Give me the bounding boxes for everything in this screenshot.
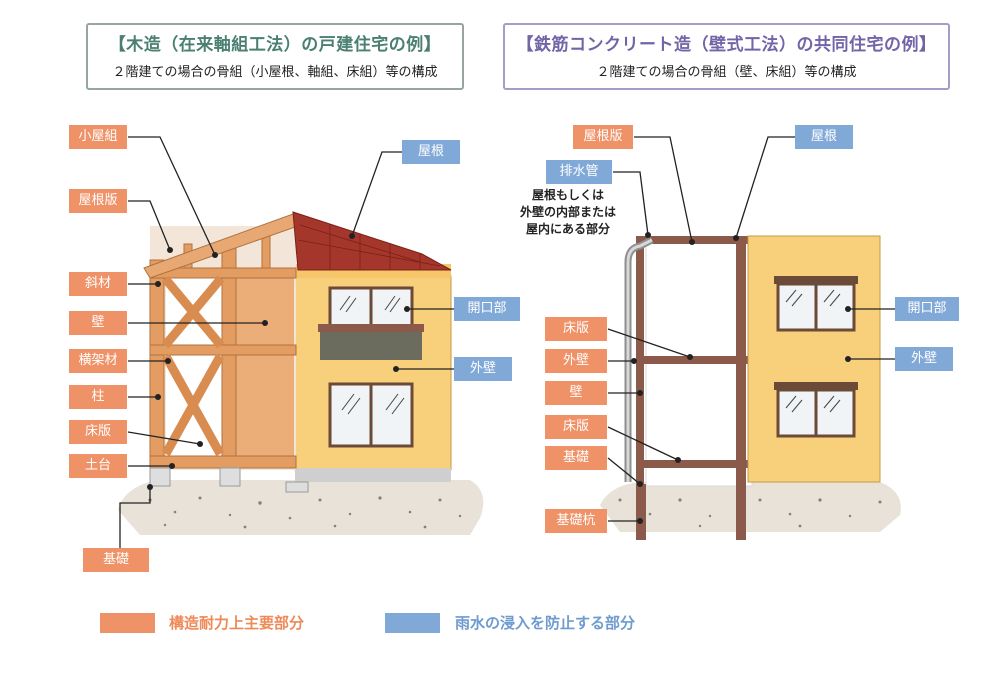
- label-kabe-left: 壁: [69, 311, 127, 335]
- drain-pipe: [624, 236, 654, 482]
- ground-gravel-right: [618, 498, 882, 528]
- label-yokogazai: 横架材: [69, 349, 127, 373]
- label-yane-left: 屋根: [402, 140, 460, 164]
- label-gaiheki-right-frame: 外壁: [545, 349, 607, 373]
- diagonal-braces: [161, 275, 225, 457]
- roof-left-house: [292, 211, 452, 271]
- legend-label-structural: 構造耐力上主要部分: [169, 614, 305, 632]
- label-yanebata-left: 屋根版: [69, 189, 127, 213]
- label-kaikoubu-left: 開口部: [454, 297, 520, 321]
- wall-panel: [236, 278, 294, 468]
- note-haisuikan: 屋根もしくは 外壁の内部または 屋内にある部分: [505, 187, 631, 238]
- roof-tiles: [297, 224, 441, 270]
- label-haisuikan: 排水管: [546, 160, 612, 184]
- note-line-3: 屋内にある部分: [525, 222, 610, 236]
- legend-swatch-structural: [100, 613, 155, 633]
- left-title: 【木造（在来軸組工法）の戸建住宅の例】: [108, 35, 442, 55]
- label-kaikoubu-right: 開口部: [895, 297, 959, 321]
- label-kisokui: 基礎杭: [545, 509, 607, 533]
- leader-dots: [147, 232, 851, 524]
- label-koyagumi: 小屋組: [69, 125, 127, 149]
- label-yukaban-left: 床版: [69, 420, 127, 444]
- footings-left: [149, 467, 309, 493]
- label-yukaban-right-1: 床版: [545, 317, 607, 341]
- leader-lines: [119, 136, 895, 548]
- label-gaiheki-left: 外壁: [454, 357, 512, 381]
- legend-swatch-waterproof: [385, 613, 440, 633]
- left-subtitle: ２階建ての場合の骨組（小屋根、軸組、床組）等の構成: [112, 65, 438, 80]
- label-kabe-right: 壁: [545, 381, 607, 405]
- legend-label-waterproof: 雨水の浸入を防止する部分: [455, 614, 636, 632]
- label-yanebata-right: 屋根版: [573, 125, 633, 149]
- ground-left: [118, 480, 484, 535]
- timber-frame: [149, 227, 297, 471]
- right-title: 【鉄筋コンクリート造（壁式工法）の共同住宅の例】: [516, 35, 937, 55]
- right-subtitle: ２階建ての場合の骨組（壁、床組）等の構成: [596, 65, 857, 80]
- label-yukaban-right-2: 床版: [545, 415, 607, 439]
- windows-rc: [774, 276, 858, 438]
- label-yane-right: 屋根: [795, 125, 853, 149]
- note-line-1: 屋根もしくは: [531, 188, 604, 202]
- ground-gravel-left: [148, 496, 462, 529]
- label-kiso-left: 基礎: [83, 548, 149, 572]
- note-line-2: 外壁の内部または: [519, 205, 616, 219]
- label-shazai: 斜材: [69, 272, 127, 296]
- label-dodai: 土台: [69, 454, 127, 478]
- left-title-box: 【木造（在来軸組工法）の戸建住宅の例】 ２階建ての場合の骨組（小屋根、軸組、床組…: [86, 23, 464, 90]
- right-title-box: 【鉄筋コンクリート造（壁式工法）の共同住宅の例】 ２階建ての場合の骨組（壁、床組…: [503, 23, 950, 90]
- windows-left-house: [318, 286, 424, 448]
- label-kiso-right: 基礎: [545, 446, 607, 470]
- label-hashira: 柱: [69, 385, 127, 409]
- ground-right: [600, 482, 901, 532]
- label-gaiheki-right: 外壁: [895, 347, 953, 371]
- foundation-left-house: [295, 468, 451, 482]
